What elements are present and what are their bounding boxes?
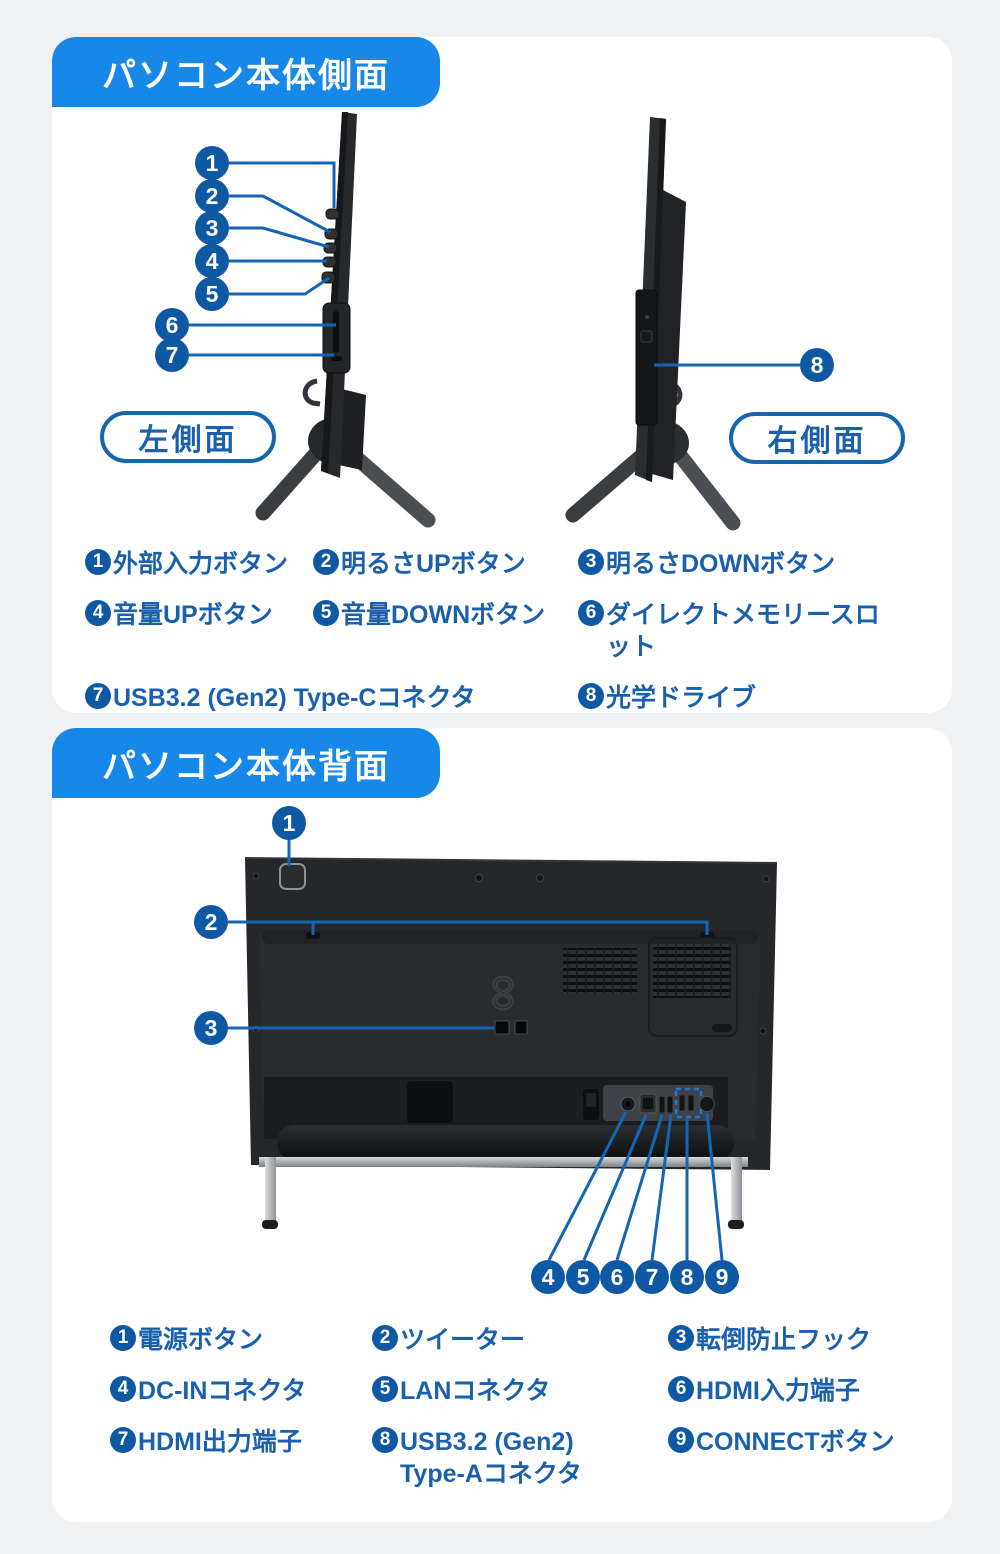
legend-label: 光学ドライブ xyxy=(606,684,757,712)
legend-label: LANコネクタ xyxy=(400,1377,551,1405)
legend-num: 6 xyxy=(668,1376,694,1402)
legend-label: 電源ボタン xyxy=(138,1326,264,1354)
legend-label: 転倒防止フック xyxy=(696,1326,872,1354)
legend-num: 8 xyxy=(372,1427,398,1453)
legend-num: 2 xyxy=(372,1325,398,1351)
legend-num: 5 xyxy=(313,600,339,626)
right-side-label: 右側面 xyxy=(729,412,905,464)
left-side-label-text: 左側面 xyxy=(138,424,238,457)
side-section-header: パソコン本体側面 xyxy=(52,37,440,107)
back-section-header: パソコン本体背面 xyxy=(52,728,440,798)
back-section-title: パソコン本体背面 xyxy=(102,747,390,786)
legend-label: DC-INコネクタ xyxy=(138,1377,307,1405)
legend-label: 明るさDOWNボタン xyxy=(606,550,836,578)
legend-num: 1 xyxy=(85,549,111,575)
legend-label: 音量UPボタン xyxy=(113,601,273,629)
left-side-label: 左側面 xyxy=(100,411,276,463)
legend-label: USB3.2 (Gen2) Type-Aコネクタ xyxy=(400,1428,582,1488)
legend-num: 1 xyxy=(110,1325,136,1351)
legend-label: 外部入力ボタン xyxy=(113,550,289,578)
legend-num: 3 xyxy=(668,1325,694,1351)
legend-label: 音量DOWNボタン xyxy=(341,601,546,629)
legend-num: 4 xyxy=(85,600,111,626)
legend-num: 9 xyxy=(668,1427,694,1453)
legend-label: USB3.2 (Gen2) Type-Cコネクタ xyxy=(113,684,476,712)
right-side-label-text: 右側面 xyxy=(767,425,867,458)
legend-num: 5 xyxy=(372,1376,398,1402)
legend-label: 明るさUPボタン xyxy=(341,550,526,578)
legend-label: HDMI出力端子 xyxy=(138,1428,302,1456)
legend-num: 6 xyxy=(578,600,604,626)
legend-num: 7 xyxy=(85,683,111,709)
side-section-title: パソコン本体側面 xyxy=(102,56,390,95)
legend-num: 8 xyxy=(578,683,604,709)
legend-num: 4 xyxy=(110,1376,136,1402)
legend-num: 7 xyxy=(110,1427,136,1453)
legend-label: ツイーター xyxy=(400,1326,526,1354)
legend-num: 3 xyxy=(578,549,604,575)
legend-label: HDMI入力端子 xyxy=(696,1377,860,1405)
legend-num: 2 xyxy=(313,549,339,575)
legend-label: ダイレクトメモリースロット xyxy=(606,601,880,661)
legend-label: CONNECTボタン xyxy=(696,1428,895,1456)
